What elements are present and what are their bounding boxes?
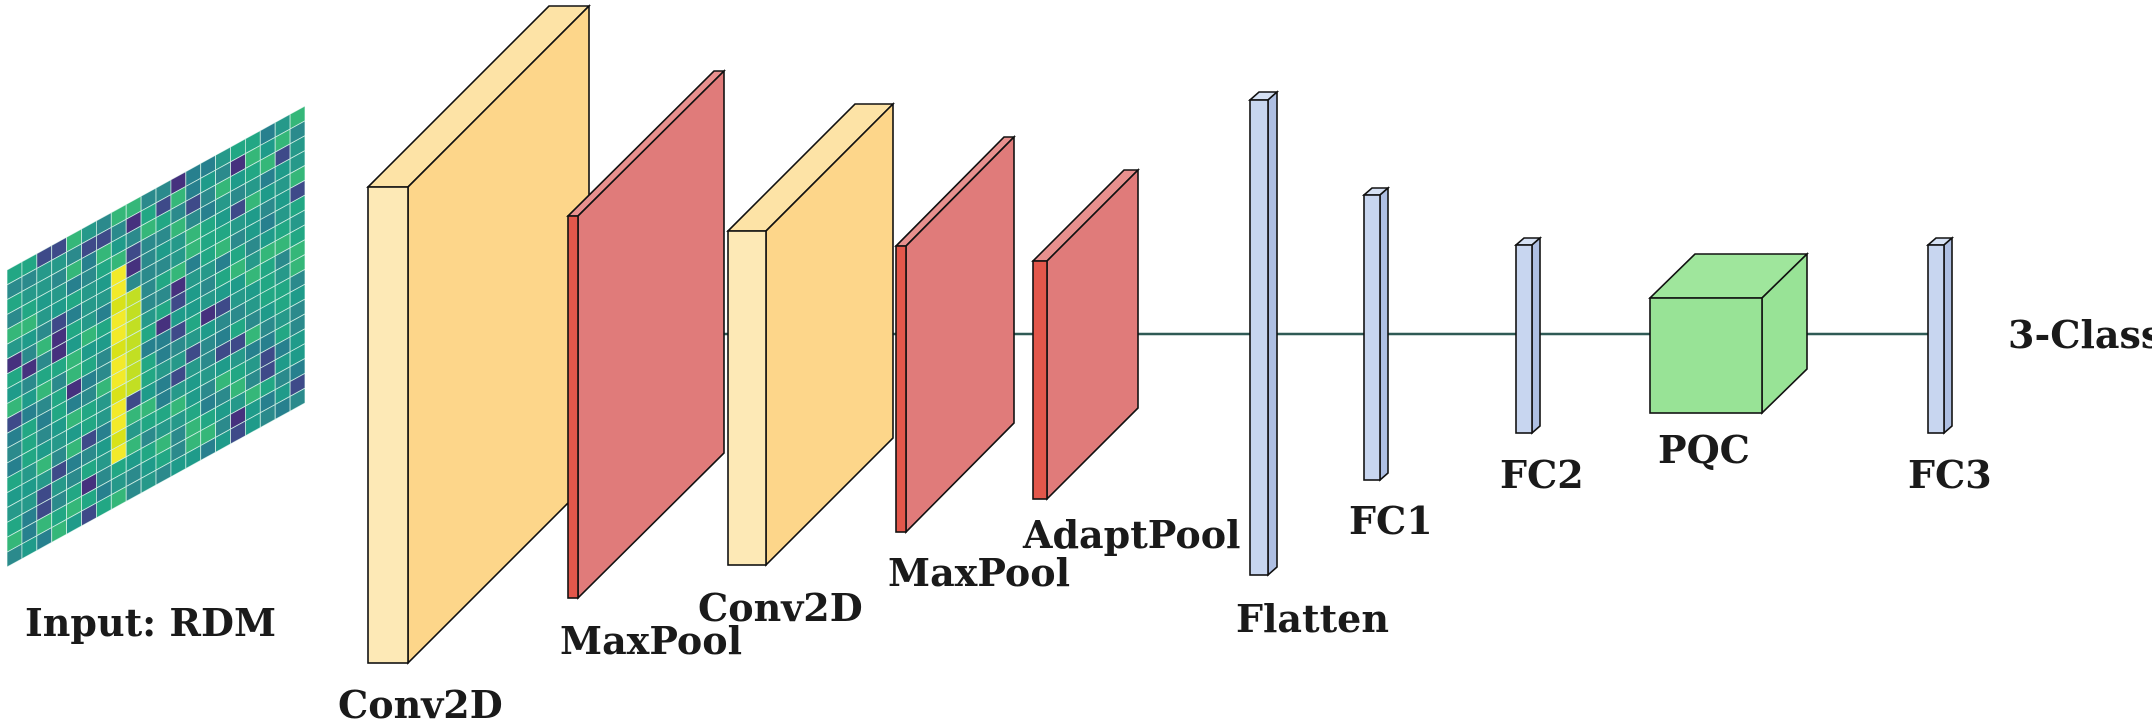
rdm-cell <box>289 253 305 279</box>
rdm-cell <box>289 164 305 190</box>
label-fc1: FC1 <box>1349 498 1433 543</box>
rdm-cell <box>289 342 305 368</box>
label-pool1: MaxPool <box>560 618 742 663</box>
input-label: Input: RDM <box>25 600 276 645</box>
rdm-cell <box>289 298 305 323</box>
block-flatten <box>1247 90 1280 577</box>
label-pool2: MaxPool <box>888 550 1070 595</box>
rdm-cell <box>289 179 305 204</box>
block-apool <box>1031 168 1140 501</box>
label-pqc: PQC <box>1658 427 1750 472</box>
rdm-cell <box>289 238 305 264</box>
rdm-cell <box>289 224 305 249</box>
block-pool2 <box>894 135 1016 534</box>
rdm-cell <box>289 357 305 383</box>
block-conv1 <box>366 4 591 665</box>
rdm-cell <box>289 106 305 130</box>
rdm-cell <box>289 387 305 412</box>
block-conv2 <box>726 102 895 567</box>
rdm-cell <box>289 283 305 308</box>
rdm-cell <box>289 313 305 338</box>
rdm-cell <box>289 372 305 398</box>
label-fc2: FC2 <box>1500 452 1584 497</box>
rdm-cell <box>289 135 305 160</box>
rdm-cell <box>289 149 305 175</box>
input-rdm-heatmap <box>7 106 305 567</box>
label-fc3: FC3 <box>1908 452 1992 497</box>
block-pool1 <box>566 69 726 600</box>
label-conv2: Conv2D <box>698 585 863 630</box>
rdm-cell <box>289 268 305 294</box>
rdm-cell <box>289 209 305 234</box>
label-conv1: Conv2D <box>338 682 503 727</box>
rdm-cell <box>289 120 305 145</box>
label-apool: AdaptPool <box>1022 512 1240 557</box>
rdm-cells <box>7 106 305 567</box>
label-flatten: Flatten <box>1236 596 1389 641</box>
block-fc3 <box>1925 236 1955 435</box>
block-fc2 <box>1513 236 1543 435</box>
rdm-cell <box>289 328 305 353</box>
rdm-cell <box>289 194 305 219</box>
block-fc1 <box>1361 186 1391 482</box>
output-label: 3-Class <box>2008 312 2152 357</box>
block-pqc <box>1648 252 1809 415</box>
layer-blocks <box>366 4 1955 665</box>
